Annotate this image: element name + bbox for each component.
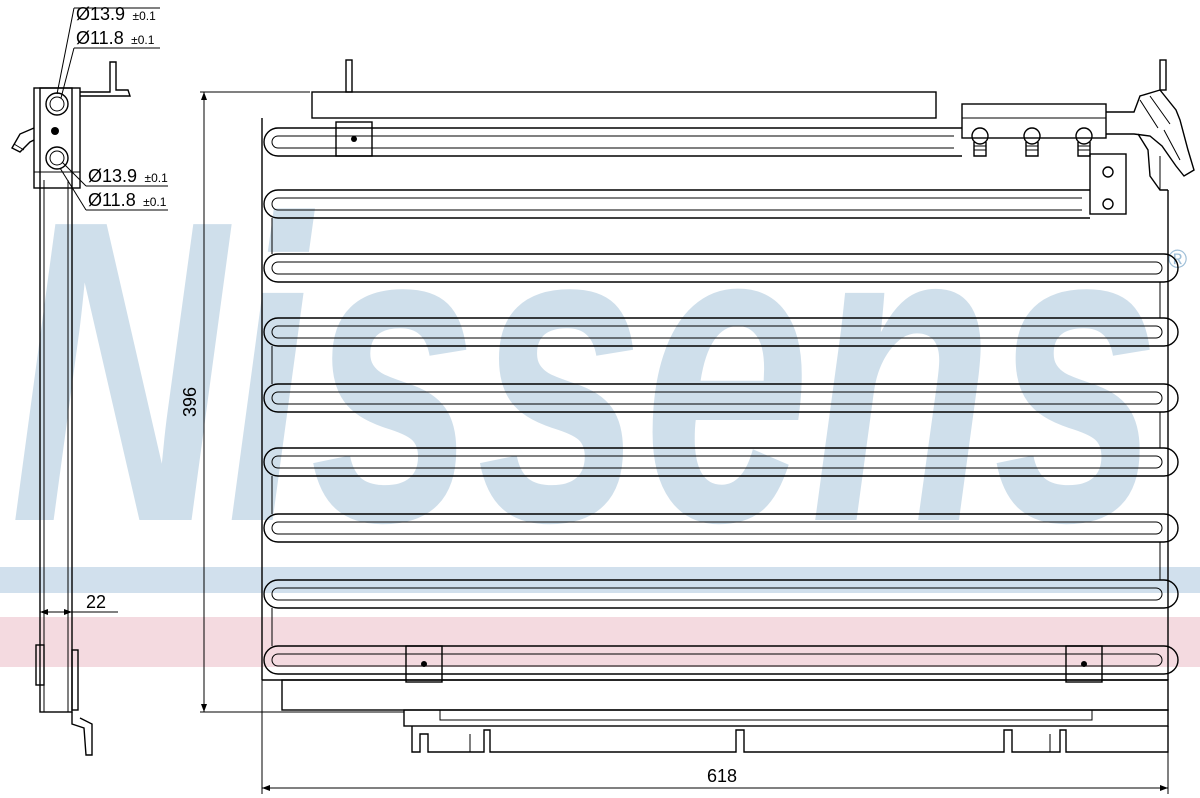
height-dimension-label: 396 xyxy=(180,387,200,417)
manifold-connectors xyxy=(971,127,1093,157)
tube-pass xyxy=(263,253,1179,283)
lower-outer-diameter-callout: Ø13.9 ±0.1 xyxy=(88,166,168,186)
upper-left-bracket xyxy=(335,121,373,157)
watermark-logo: Nissens xyxy=(10,132,1160,612)
lower-left-bracket xyxy=(405,645,443,683)
tube-pass-inner xyxy=(271,521,1163,535)
depth-dimension-label: 22 xyxy=(86,592,106,612)
manifold-block xyxy=(961,103,1107,139)
upper-outer-diameter-callout: Ø13.9 ±0.1 xyxy=(76,4,156,24)
height-dimension xyxy=(200,91,404,713)
tube-pass xyxy=(263,189,1090,219)
tube-pass-inner xyxy=(271,587,1163,601)
tube-pass-inner xyxy=(271,197,1082,211)
tube-pass xyxy=(263,513,1179,543)
watermark-band-pink xyxy=(0,617,1200,667)
watermark-registered-mark: ® xyxy=(1168,244,1187,274)
front-view xyxy=(261,59,1195,753)
tube-pass-inner xyxy=(271,261,1163,275)
serpentine-tubes xyxy=(263,127,1179,675)
tube-pass-inner xyxy=(271,653,1163,667)
tube-pass-inner xyxy=(271,325,1163,339)
width-dimension xyxy=(261,680,1169,794)
tube-pass xyxy=(263,579,1179,609)
tube-pass xyxy=(263,317,1179,347)
tube-pass xyxy=(263,127,962,157)
tube-pass xyxy=(263,447,1179,477)
right-side-bracket xyxy=(1089,153,1127,215)
tube-pass-inner xyxy=(271,135,954,149)
lower-inner-diameter-callout: Ø11.8 ±0.1 xyxy=(88,190,167,210)
lower-right-bracket xyxy=(1065,645,1103,683)
tube-pass xyxy=(263,383,1179,413)
upper-inner-diameter-callout: Ø11.8 ±0.1 xyxy=(76,28,155,48)
side-view xyxy=(11,61,131,756)
width-dimension-label: 618 xyxy=(707,766,737,786)
tube-pass-inner xyxy=(271,455,1163,469)
tube-pass-inner xyxy=(271,391,1163,405)
tube-pass xyxy=(263,645,1179,675)
